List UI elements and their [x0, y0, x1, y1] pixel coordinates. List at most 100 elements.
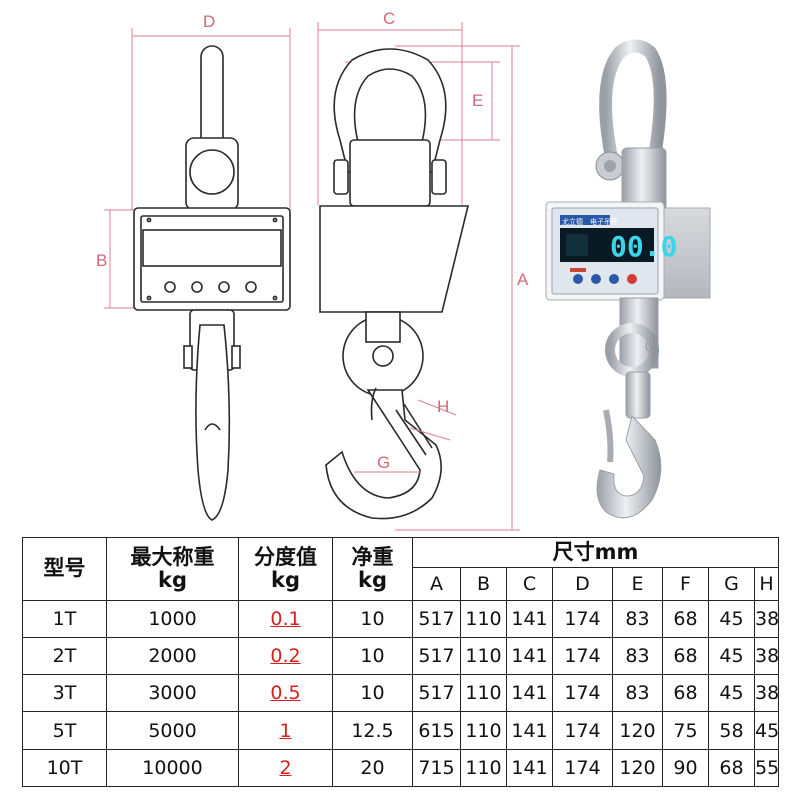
cell-division: 1 [238, 711, 333, 750]
cell-max-weight: 3000 [106, 674, 239, 713]
cell-division: 0.1 [238, 599, 333, 638]
cell-dim-e: 83 [612, 674, 663, 713]
dim-label-b: B [96, 251, 107, 270]
side-view: C E F A G H [317, 9, 529, 531]
cell-dim-e: 83 [612, 636, 663, 676]
cell-division: 0.2 [238, 636, 333, 676]
cell-max-weight: 1000 [106, 599, 239, 638]
cell-model: 1T [22, 599, 107, 638]
cell-net-weight: 20 [332, 748, 413, 788]
cell-dim-c: 141 [506, 599, 553, 638]
cell-dim-a: 615 [412, 711, 461, 750]
dim-label-d: D [203, 12, 215, 31]
cell-dim-f: 75 [662, 711, 709, 750]
cell-dim-g: 58 [708, 711, 755, 750]
spec-table: 型号 最大称重 kg 分度值 kg 净重 kg 尺寸mm A B C D E F… [22, 536, 780, 788]
header-dim-f: F [662, 567, 709, 601]
header-dim-a: A [412, 567, 461, 601]
cell-model: 5T [22, 711, 107, 750]
cell-net-weight: 10 [332, 636, 413, 676]
cell-dim-d: 174 [552, 674, 613, 713]
cell-net-weight: 10 [332, 599, 413, 638]
technical-drawing: D B C [96, 9, 711, 531]
cell-dim-h: 38 [753, 599, 779, 638]
cell-dim-h: 38 [753, 636, 779, 676]
cell-max-weight: 10000 [106, 748, 239, 788]
cell-dim-g: 45 [708, 674, 755, 713]
header-row-2: A B C D E F G H [23, 567, 780, 601]
product-photo: 尤立德 电子吊秤 00.0 [545, 39, 711, 519]
cell-dim-h: 55 [753, 748, 779, 788]
cell-net-weight: 12.5 [332, 711, 413, 750]
dim-label-c: C [383, 9, 395, 28]
header-dimensions: 尺寸mm [411, 536, 780, 569]
front-view: D B [96, 12, 291, 521]
header-division: 分度值 kg [238, 537, 333, 601]
header-row-1: 型号 最大称重 kg 分度值 kg 净重 kg 尺寸mm [22, 536, 780, 601]
dim-label-a: A [517, 270, 529, 289]
header-max-weight-label: 最大称重 [130, 544, 215, 569]
header-dim-e: E [612, 567, 663, 601]
cell-max-weight: 2000 [106, 636, 239, 676]
header-dim-g: G [708, 567, 755, 601]
cell-dim-c: 141 [506, 636, 553, 676]
header-division-label: 分度值 [254, 544, 317, 569]
header-dim-d: D [552, 567, 613, 601]
cell-dim-a: 517 [412, 636, 461, 676]
header-dim-h: H [753, 567, 780, 601]
dim-label-e: E [472, 91, 483, 110]
photo-display-reading: 00.0 [610, 230, 677, 263]
cell-dim-g: 68 [708, 748, 755, 788]
cell-dim-h: 45 [753, 711, 779, 750]
cell-division: 0.5 [238, 674, 333, 713]
header-max-weight: 最大称重 kg [106, 537, 239, 601]
cell-dim-b: 110 [460, 748, 507, 788]
photo-brand-label: 尤立德 [562, 217, 583, 226]
cell-dim-b: 110 [460, 674, 507, 713]
header-net-weight-label: 净重 [351, 544, 394, 569]
cell-dim-d: 174 [552, 748, 613, 788]
dim-label-g: G [377, 453, 390, 472]
cell-dim-a: 715 [412, 748, 461, 788]
header-net-weight-unit: kg [358, 567, 387, 592]
header-net-weight: 净重 kg [332, 537, 413, 601]
cell-model: 3T [22, 674, 107, 713]
cell-dim-d: 174 [552, 636, 613, 676]
cell-dim-b: 110 [460, 599, 507, 638]
cell-dim-a: 517 [412, 599, 461, 638]
header-dim-c: C [506, 567, 553, 601]
header-max-weight-unit: kg [158, 567, 187, 592]
cell-model: 2T [22, 636, 107, 676]
cell-dim-c: 141 [506, 711, 553, 750]
cell-dim-b: 110 [460, 711, 507, 750]
photo-device-label: 电子吊秤 [590, 217, 618, 226]
cell-dim-c: 141 [506, 674, 553, 713]
cell-dim-f: 68 [662, 636, 709, 676]
cell-dim-c: 141 [506, 748, 553, 788]
cell-max-weight: 5000 [106, 711, 239, 750]
cell-dim-e: 120 [612, 748, 663, 788]
cell-dim-g: 45 [708, 636, 755, 676]
cell-dim-d: 174 [552, 599, 613, 638]
cell-dim-f: 90 [662, 748, 709, 788]
header-division-unit: kg [271, 567, 300, 592]
cell-dim-g: 45 [708, 599, 755, 638]
cell-dim-h: 38 [753, 674, 779, 713]
cell-division: 2 [238, 748, 333, 788]
cell-dim-d: 174 [552, 711, 613, 750]
cell-dim-e: 83 [612, 599, 663, 638]
header-dim-b: B [460, 567, 507, 601]
dim-label-h: H [437, 397, 449, 416]
cell-dim-f: 68 [662, 599, 709, 638]
cell-net-weight: 10 [332, 674, 413, 713]
cell-model: 10T [22, 748, 107, 788]
cell-dim-e: 120 [612, 711, 663, 750]
cell-dim-b: 110 [460, 636, 507, 676]
cell-dim-a: 517 [412, 674, 461, 713]
